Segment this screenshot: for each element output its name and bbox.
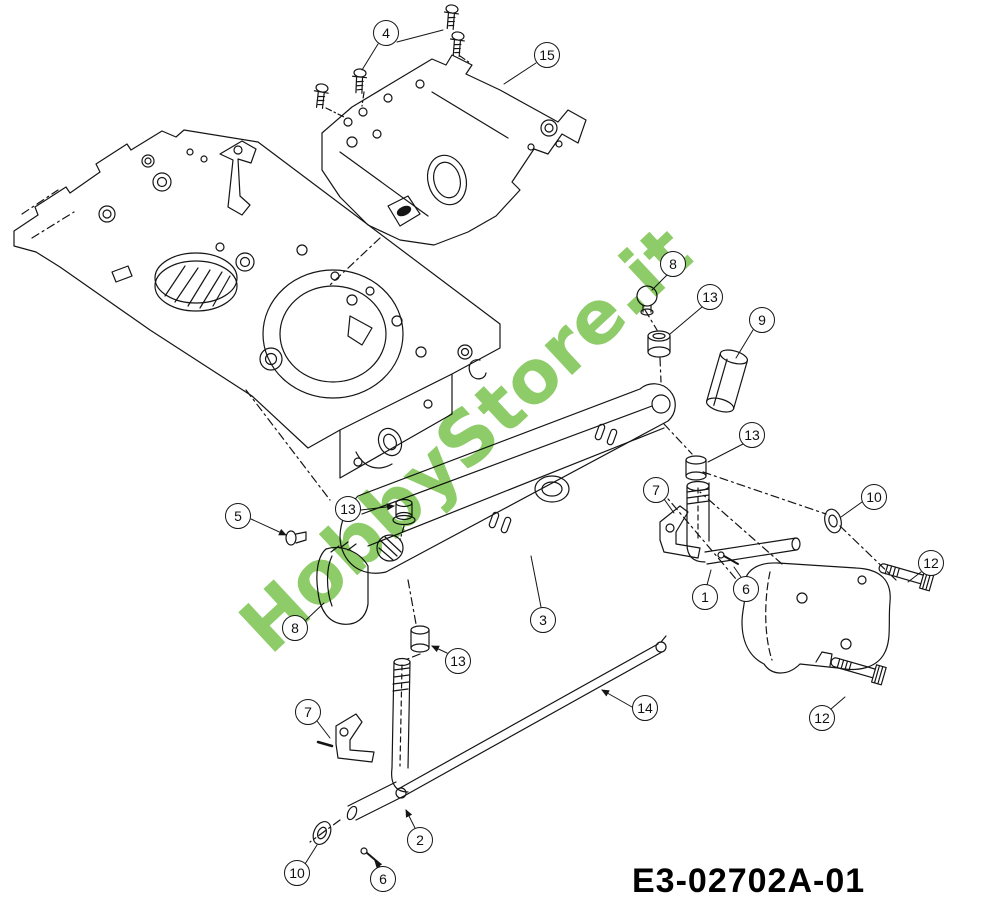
callout-10a: 10 bbox=[861, 484, 887, 510]
drawing-part-code: E3-02702A-01 bbox=[632, 862, 866, 900]
callout-13b: 13 bbox=[739, 422, 765, 448]
callout-15: 15 bbox=[534, 42, 560, 68]
callout-10b: 10 bbox=[284, 860, 310, 886]
callout-7b: 7 bbox=[295, 699, 321, 725]
callout-13c: 13 bbox=[335, 496, 361, 522]
bushing-13a bbox=[644, 309, 671, 383]
callout-8a: 8 bbox=[660, 251, 686, 277]
callout-12b: 12 bbox=[809, 705, 835, 731]
chassis-frame bbox=[13, 129, 501, 501]
right-spindle-assembly bbox=[659, 423, 801, 565]
bearing-shell-8b bbox=[316, 541, 369, 625]
callout-leader-lines bbox=[250, 29, 922, 869]
callout-13d: 13 bbox=[445, 648, 471, 674]
frame-main-opening bbox=[262, 269, 404, 399]
washer-10a bbox=[824, 508, 842, 534]
shield-plate-1 bbox=[651, 471, 897, 674]
flange-screws-4 bbox=[311, 3, 471, 119]
callout-8b: 8 bbox=[282, 615, 308, 641]
flange-bushing-13c bbox=[392, 498, 416, 541]
callout-9: 9 bbox=[749, 307, 775, 333]
bracket-7a bbox=[659, 505, 701, 559]
callout-3: 3 bbox=[530, 607, 556, 633]
flange-screw-5 bbox=[285, 530, 307, 546]
pivot-ball-8a bbox=[636, 285, 658, 316]
split-sleeve-9 bbox=[705, 349, 749, 413]
mounting-bracket-15 bbox=[321, 54, 587, 246]
frame-hook-bracket bbox=[219, 140, 257, 216]
callout-12a: 12 bbox=[918, 550, 944, 576]
bracket-large-hole bbox=[426, 154, 468, 206]
axle-beam-3 bbox=[339, 383, 676, 574]
callout-2: 2 bbox=[407, 827, 433, 853]
callout-6b: 6 bbox=[370, 866, 396, 892]
callout-14: 14 bbox=[632, 695, 658, 721]
beam-center-hole bbox=[534, 475, 570, 503]
callout-6a: 6 bbox=[733, 576, 759, 602]
callout-7a: 7 bbox=[643, 477, 669, 503]
tie-rod-14 bbox=[395, 635, 667, 799]
bracket-7b bbox=[335, 713, 375, 763]
callout-4: 4 bbox=[373, 20, 399, 46]
callout-1: 1 bbox=[692, 584, 718, 610]
callout-13a: 13 bbox=[697, 284, 723, 310]
callout-5: 5 bbox=[225, 503, 251, 529]
